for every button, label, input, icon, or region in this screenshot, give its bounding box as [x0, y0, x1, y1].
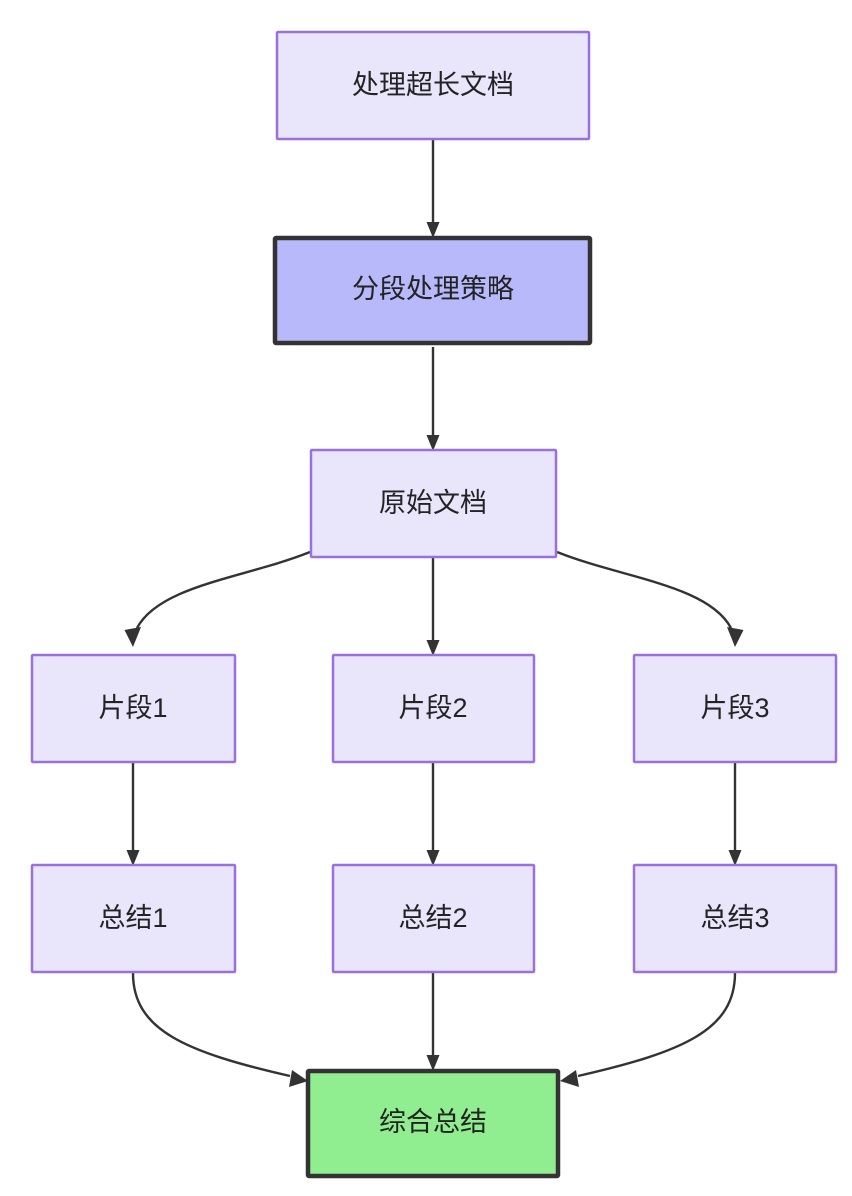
node-box	[275, 30, 591, 141]
edge-f1-s1	[126, 763, 140, 866]
node-zong-jie-3[interactable]: 总结3	[632, 863, 838, 974]
node-label: 总结2	[398, 903, 467, 933]
node-box	[309, 448, 558, 559]
edge-n3-f2	[426, 558, 440, 656]
node-zong-jie-2[interactable]: 总结2	[331, 863, 536, 974]
edge-n1-n2	[426, 140, 440, 238]
node-label: 处理超长文档	[352, 70, 514, 100]
edge-s3-final	[560, 972, 737, 1087]
edge-f2-s2	[426, 763, 440, 866]
edge-s2-final	[426, 973, 440, 1071]
node-label: 总结3	[700, 903, 769, 933]
node-pian-duan-2[interactable]: 片段2	[331, 653, 536, 764]
node-box	[331, 863, 536, 974]
edge-n3-f3	[556, 550, 744, 647]
node-zong-he-zong-jie[interactable]: 综合总结	[305, 1068, 561, 1179]
edge-s1-final	[131, 972, 308, 1087]
edge-f3-s3	[728, 763, 742, 866]
node-chu-li-chao-chang-wen-dang[interactable]: 处理超长文档	[275, 30, 591, 141]
node-yuan-shi-wen-dang[interactable]: 原始文档	[309, 448, 558, 559]
node-fen-duan-chu-li-ce-lue[interactable]: 分段处理策略	[272, 235, 593, 346]
node-label: 片段1	[98, 693, 167, 723]
node-label: 综合总结	[379, 1107, 487, 1137]
node-pian-duan-3[interactable]: 片段3	[632, 653, 838, 764]
node-pian-duan-1[interactable]: 片段1	[30, 653, 237, 764]
node-layer: 处理超长文档 分段处理策略 原始文档 片段1 片段2	[30, 30, 838, 1179]
edge-n2-n3	[426, 347, 440, 451]
node-box	[272, 235, 593, 346]
edge-n3-f1	[124, 550, 311, 647]
node-label: 片段3	[700, 693, 769, 723]
node-box	[331, 653, 536, 764]
node-box	[305, 1068, 561, 1179]
node-label: 原始文档	[379, 488, 487, 518]
node-box	[632, 863, 838, 974]
node-label: 总结1	[98, 903, 167, 933]
node-box	[632, 653, 838, 764]
node-label: 片段2	[398, 693, 467, 723]
node-box	[30, 863, 237, 974]
node-box	[30, 653, 237, 764]
node-zong-jie-1[interactable]: 总结1	[30, 863, 237, 974]
edge-layer	[124, 140, 744, 1087]
node-label: 分段处理策略	[352, 274, 514, 304]
